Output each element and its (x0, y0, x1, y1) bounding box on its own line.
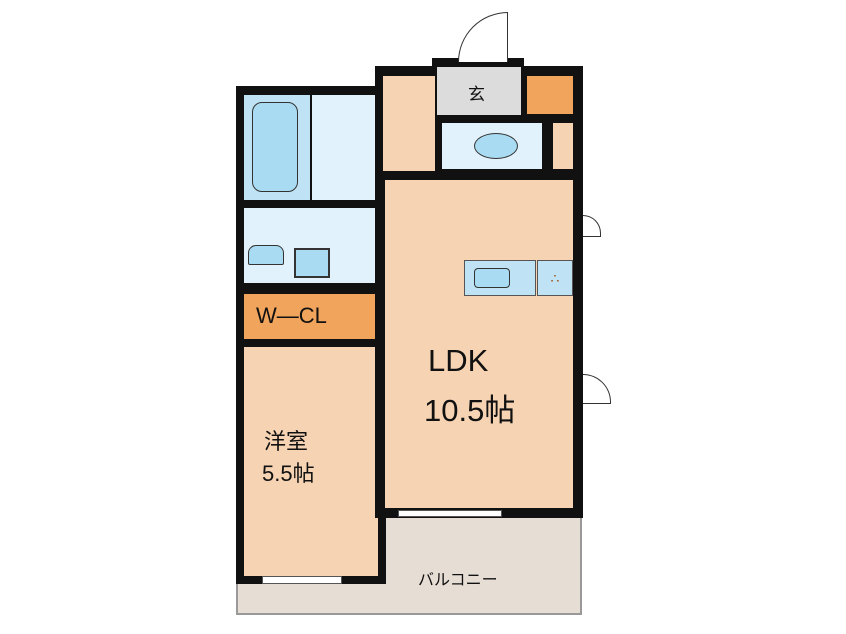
genkan (437, 67, 521, 115)
side-door (583, 215, 601, 237)
balcony-label: バルコニー (418, 572, 498, 589)
walk-in-closet (244, 294, 378, 339)
bathtub-icon (252, 102, 298, 192)
sink-basin-icon (474, 268, 510, 288)
stove-icon: ∴ (537, 260, 573, 296)
storage (553, 123, 573, 169)
western-room-name: 洋室 (264, 429, 309, 454)
washbasin-icon (248, 245, 284, 265)
ldk-room (385, 180, 573, 508)
toilet-icon (474, 133, 518, 159)
bath-entry (312, 95, 378, 200)
ldk-name: LDK (428, 343, 489, 378)
wcl-label: W—CL (256, 303, 327, 328)
genkan-label: 玄 (468, 85, 485, 104)
entrance-door (458, 12, 508, 62)
shoe-closet (527, 76, 573, 114)
side-door (583, 374, 611, 404)
window (398, 510, 502, 517)
western-room-size: 5.5帖 (262, 461, 315, 486)
ldk-size: 10.5帖 (424, 393, 516, 428)
window (262, 576, 342, 584)
western-room (244, 347, 378, 576)
washing-machine-icon (294, 248, 330, 278)
hallway (383, 76, 435, 171)
